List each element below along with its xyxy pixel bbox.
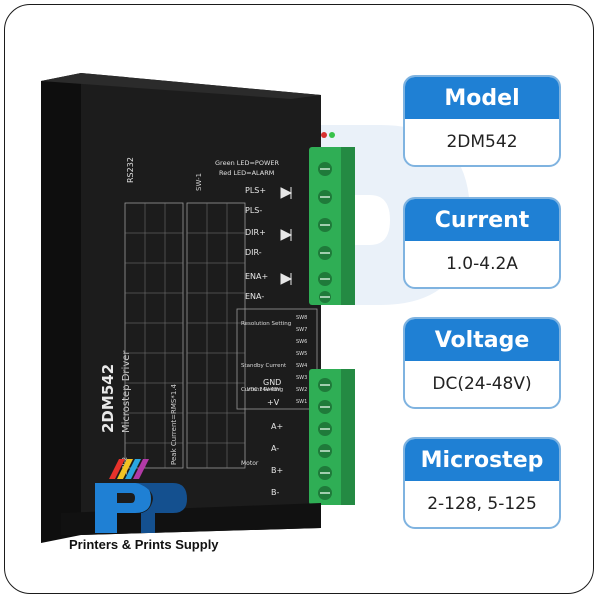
- spec-value-microstep: 2-128, 5-125: [427, 494, 537, 514]
- switch-label-sw5: SW5: [296, 351, 307, 357]
- spec-card-model: Model 2DM542: [403, 75, 561, 167]
- alarm-led: [321, 132, 327, 138]
- dip-switch-panel: [236, 308, 318, 410]
- switch-table: SW-1 SW-2 Peak Current=RMS*1.4: [121, 173, 246, 475]
- motor-label: Motor: [241, 460, 259, 467]
- spec-value-current: 1.0-4.2A: [446, 254, 518, 274]
- resolution-setting-label: Resolution Setting: [241, 321, 291, 327]
- peak-current-note: Peak Current=RMS*1.4: [170, 383, 178, 465]
- power-terminal-block: [309, 369, 355, 505]
- device-side-panel: [41, 73, 81, 543]
- switch-label-sw2: SW2: [296, 387, 307, 393]
- terminal-label-pls-plus: PLS+: [245, 186, 266, 195]
- terminal-label-ena-minus: ENA-: [245, 292, 264, 301]
- spec-card-current: Current 1.0-4.2A: [403, 197, 561, 289]
- terminal-label-dir-plus: DIR+: [245, 228, 266, 237]
- device-subtitle-text: Microstep Driver: [121, 350, 132, 433]
- vdc-label: VDC 24V-48V: [247, 387, 281, 393]
- device-front-panel: [81, 73, 321, 535]
- spec-card-microstep: Microstep 2-128, 5-125: [403, 437, 561, 529]
- terminal-label-b-plus: B+: [271, 466, 283, 475]
- device-model-label-group: 2DM542 Microstep Driver: [99, 350, 132, 433]
- switch-label-sw8: SW8: [296, 315, 307, 321]
- led-power-label: Green LED=POWER: [215, 159, 279, 167]
- spec-value-model: 2DM542: [446, 132, 518, 152]
- switch-table-sw1-label: SW-1: [195, 173, 203, 191]
- switch-label-sw7: SW7: [296, 327, 307, 333]
- switch-label-sw6: SW6: [296, 339, 307, 345]
- product-image-frame: Model 2DM542 Current 1.0-4.2A Voltage DC…: [4, 4, 594, 594]
- brand-logo-icon: [95, 459, 187, 533]
- spec-label-microstep: Microstep: [405, 439, 559, 481]
- current-setting-label: Current Setting: [241, 387, 283, 393]
- spec-card-voltage: Voltage DC(24-48V): [403, 317, 561, 409]
- optocoupler-icon: [280, 187, 293, 285]
- terminal-label-pls-minus: PLS-: [245, 206, 262, 215]
- terminal-label-gnd: GND: [263, 378, 281, 387]
- terminal-label-a-minus: A-: [271, 444, 279, 453]
- switch-label-sw3: SW3: [296, 375, 307, 381]
- standby-current-label: Standby Current: [241, 363, 287, 369]
- switch-label-sw4: SW4: [296, 363, 307, 369]
- spec-label-current: Current: [405, 199, 559, 241]
- terminal-label-dir-minus: DIR-: [245, 248, 262, 257]
- signal-terminal-block: [309, 147, 355, 305]
- terminal-label-ena-plus: ENA+: [245, 272, 268, 281]
- power-led: [329, 132, 335, 138]
- switch-label-sw1: SW1: [296, 399, 307, 405]
- spec-value-voltage: DC(24-48V): [432, 374, 532, 394]
- terminal-label-b-minus: B-: [271, 488, 279, 497]
- brand-name: Printers & Prints Supply: [69, 537, 219, 552]
- spec-label-voltage: Voltage: [405, 319, 559, 361]
- terminal-label-vplus: +V: [267, 398, 280, 407]
- terminal-label-a-plus: A+: [271, 422, 283, 431]
- led-alarm-label: Red LED=ALARM: [219, 169, 274, 177]
- device-model-text: 2DM542: [99, 364, 117, 433]
- rs232-label: RS232: [126, 157, 135, 183]
- spec-label-model: Model: [405, 77, 559, 119]
